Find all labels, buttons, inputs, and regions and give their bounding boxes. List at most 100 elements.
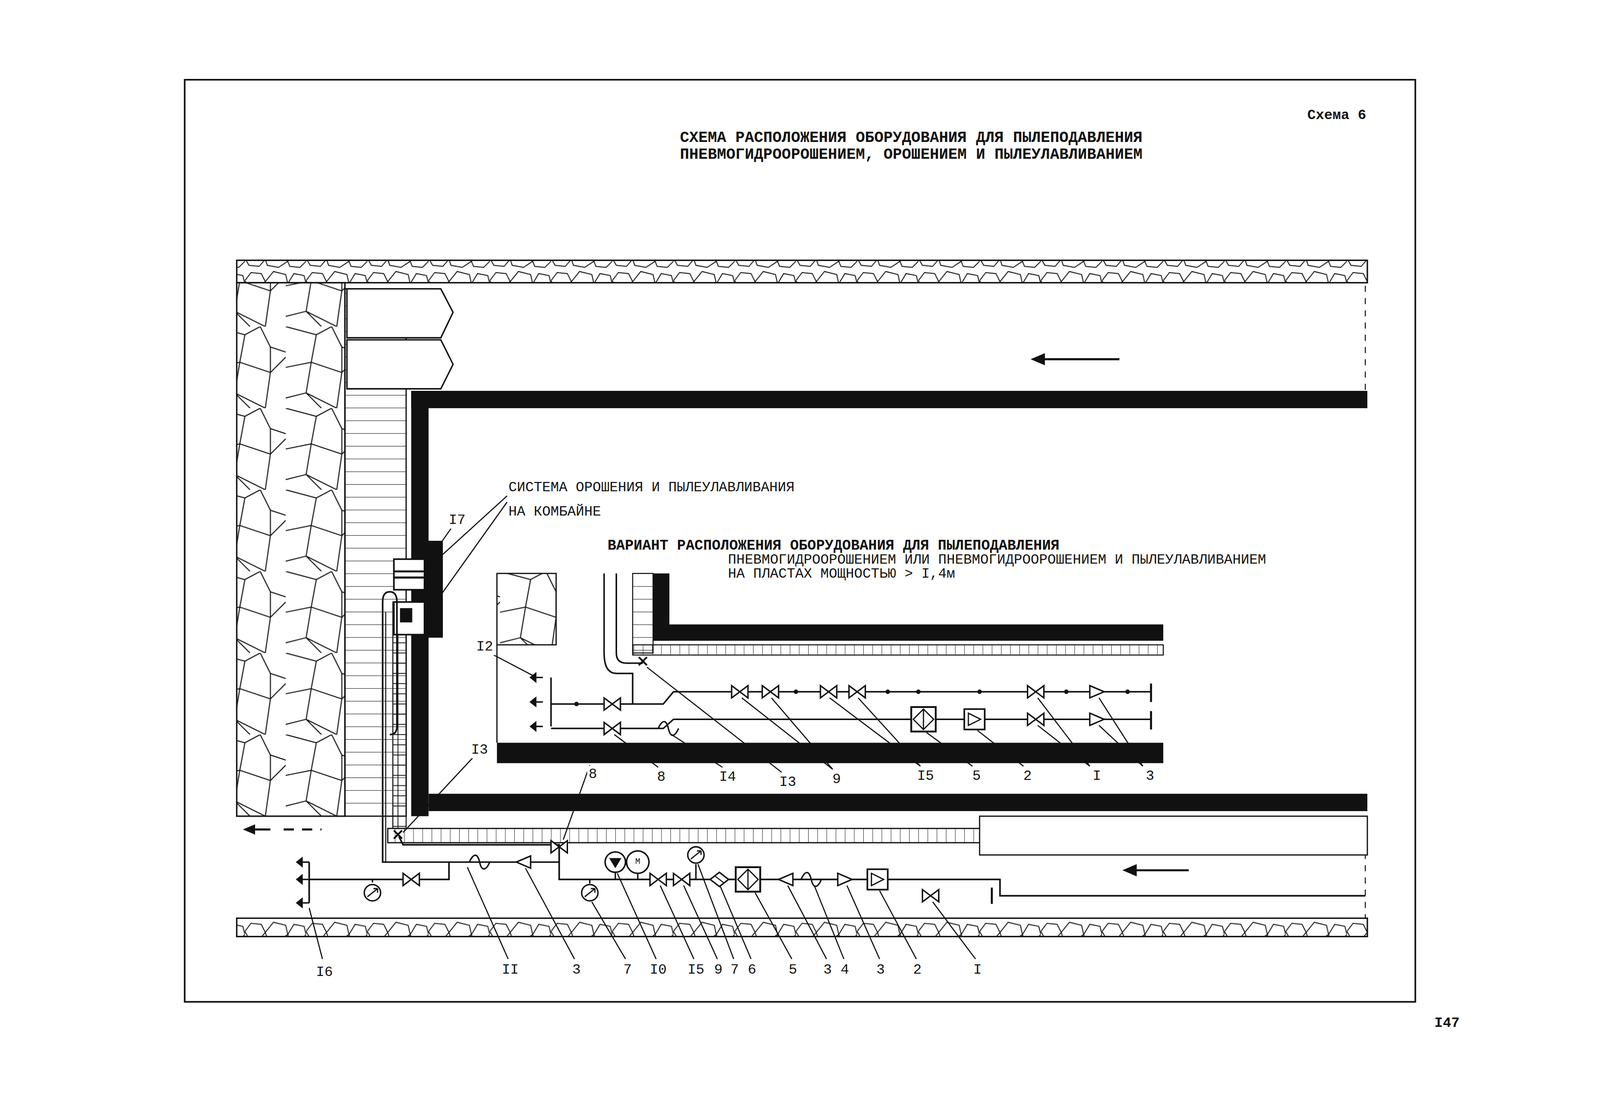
leader-line-part: [1099, 697, 1144, 767]
inset-variant-part: [496, 645, 498, 744]
water-pipeline-part: [867, 869, 889, 890]
leader-line-part: [467, 867, 508, 960]
inset-variant-part: [653, 624, 1164, 641]
inset-variant-part: [574, 702, 579, 707]
inset-variant-part: [604, 573, 633, 705]
water-pipeline-part: [604, 852, 626, 873]
leader-line-part: [754, 893, 792, 960]
leader-line-part: [926, 732, 973, 767]
inset-variant-part: [1064, 689, 1069, 695]
leader-line-part: [671, 734, 723, 768]
leader-line-part: [525, 868, 575, 960]
callout-number: 8: [587, 766, 599, 783]
inset-variant-part: [658, 721, 679, 736]
conveyor-part: [387, 828, 1001, 844]
support-band-part: [426, 540, 443, 639]
coal-face: [344, 289, 454, 830]
airflow-arrow: [242, 353, 1189, 877]
airflow-arrow-part: [1038, 358, 1120, 361]
callout-number: I3: [469, 741, 490, 759]
inset-variant-part: [1089, 713, 1105, 726]
inset-variant-part: [632, 573, 654, 654]
leader-line-part: [720, 887, 752, 960]
coal-face-part: [347, 340, 454, 390]
callout-number: 5: [970, 768, 982, 785]
leader-line-part: [787, 885, 827, 960]
inset-variant-part: [497, 573, 557, 646]
inset-variant-part: [731, 685, 748, 698]
leader-line-part: [846, 885, 880, 960]
diagram-title: СХЕМА РАСПОЛОЖЕНИЯ ОБОРУДОВАНИЯ ДЛЯ ПЫЛЕ…: [674, 129, 1149, 165]
leader-line-part: [563, 765, 591, 840]
water-pipeline-part: [308, 862, 310, 904]
shearer-part: [393, 602, 425, 635]
callout-number: I4: [717, 768, 738, 786]
inset-variant-part: [916, 689, 921, 695]
water-pipeline-part: [403, 873, 420, 886]
callout-number: I: [972, 961, 984, 979]
callout-number: 9: [831, 771, 843, 789]
leader-line-part: [403, 757, 474, 833]
inset-variant-part: [885, 689, 891, 695]
coal-face-part: [347, 289, 454, 339]
water-pipeline-part: [922, 889, 939, 903]
conveyor: [387, 816, 1368, 856]
sheet-frame-part: [184, 79, 1416, 1003]
rock-strata-part: [236, 260, 1368, 283]
callout-number: I0: [648, 961, 669, 979]
callout-number: I5: [686, 961, 706, 979]
callout-number: I7: [447, 512, 468, 529]
water-pipeline-part: [778, 873, 794, 886]
leader-line-part: [741, 697, 833, 770]
inset-variant-part: [1125, 689, 1131, 695]
callout-number: 9: [712, 961, 725, 979]
rock-strata: [236, 260, 1368, 937]
conveyor-part: [979, 816, 1368, 856]
callout-number: 4: [839, 961, 851, 979]
leader-line-part: [1037, 697, 1090, 767]
leader-line-part: [879, 890, 917, 960]
water-pipeline-part: [990, 888, 993, 905]
leader-line-part: [309, 908, 323, 960]
inset-variant-part: [550, 677, 552, 727]
water-pipeline-part: [364, 884, 381, 902]
airflow-arrow-part: [1130, 869, 1189, 872]
water-pipeline-part: [297, 858, 310, 867]
water-pipeline-part: [382, 591, 398, 735]
callout-note: СИСТЕМА ОРОШЕНИЯ И ПЫЛЕУЛАВЛИВАНИЯ НА КО…: [507, 475, 813, 525]
water-pipeline-part: [516, 856, 531, 869]
inset-title: ПНЕВМОГИДРООРОШЕНИЕМ ИЛИ ПНЕВМОГИДРООРОШ…: [726, 553, 1276, 582]
callout-number: 6: [746, 961, 758, 979]
shearer-part: [393, 571, 425, 578]
water-pipeline-part: [551, 840, 568, 854]
inset-variant-part: [1027, 685, 1045, 698]
callout-number: 8: [655, 768, 667, 786]
inset-variant-part: [1150, 683, 1152, 730]
water-pipeline-part: [297, 875, 310, 884]
rock-strata-part: [236, 282, 346, 817]
leader-line-part: [591, 902, 626, 960]
inset-variant-part: [497, 571, 1164, 771]
leader-line-part: [617, 873, 657, 960]
inset-variant-part: [632, 645, 1164, 656]
water-pipeline-part: [673, 873, 690, 886]
leader-line-part: [614, 734, 659, 768]
inset-variant-part: [604, 697, 621, 711]
inset-variant-part: [638, 657, 647, 666]
support-band-part: [411, 391, 1368, 409]
leader-line-part: [647, 667, 782, 773]
water-pipeline-part: [626, 851, 649, 874]
inset-title: ВАРИАНТ РАСПОЛОЖЕНИЯ ОБОРУДОВАНИЯ ДЛЯ ПЫ…: [606, 537, 1061, 555]
inset-variant-part: [530, 722, 543, 731]
leader-line-part: [491, 654, 533, 676]
water-pipeline-part: [309, 862, 449, 880]
inset-variant-part: [964, 709, 985, 730]
water-pipeline-part: [710, 872, 729, 888]
inset-variant-part: [848, 685, 866, 698]
shearer-part: [393, 559, 425, 591]
airflow-arrow-part: [1030, 353, 1046, 366]
callout-number: 5: [787, 961, 799, 979]
callout-number: I3: [777, 774, 798, 791]
coal-face-part: [392, 602, 406, 829]
